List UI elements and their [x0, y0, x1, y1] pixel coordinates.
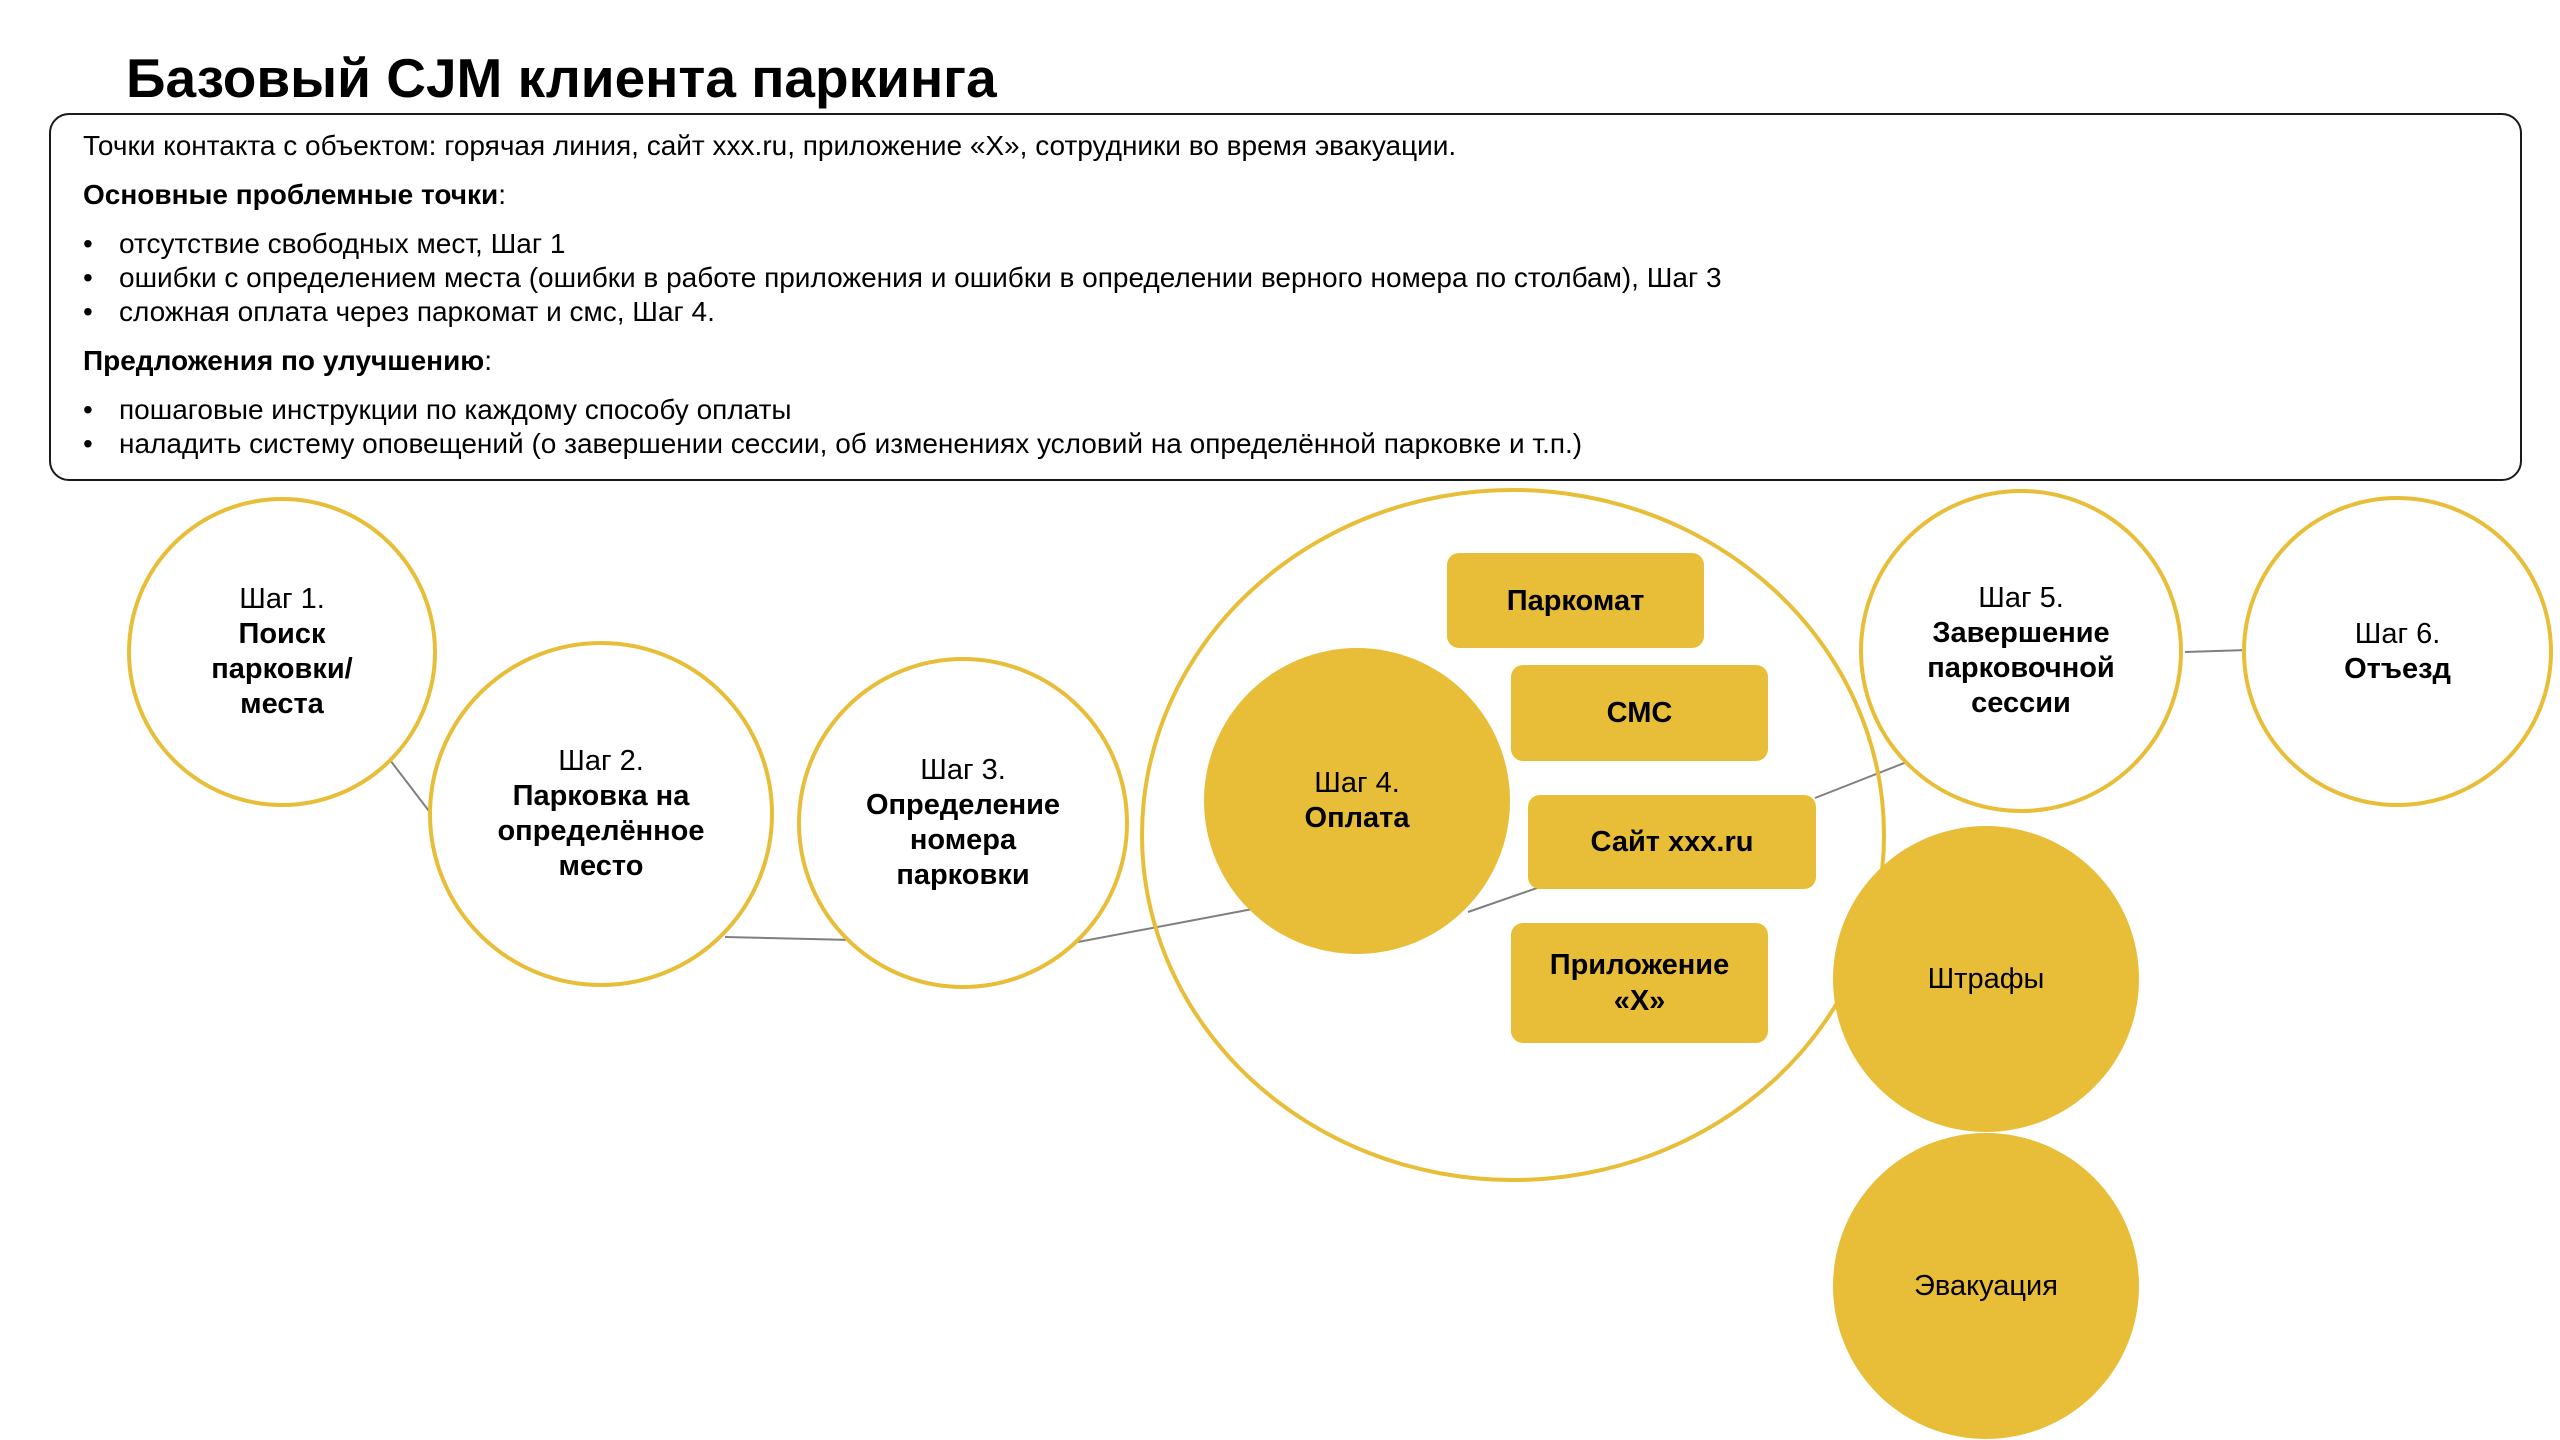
- summary-box: Точки контакта с объектом: горячая линия…: [49, 113, 2522, 481]
- problem-item: сложная оплата через паркомат и смс, Шаг…: [83, 295, 2490, 329]
- improvements-list: пошаговые инструкции по каждому способу …: [83, 393, 2490, 461]
- improvements-heading: Предложения по улучшению:: [83, 345, 492, 376]
- connector-step1-step2: [389, 759, 433, 816]
- connector-step5-step6: [2184, 649, 2249, 653]
- payment-parkomat: Паркомат: [1447, 553, 1704, 648]
- payment-sms: СМС: [1511, 665, 1768, 761]
- step-5-node: Шаг 5. Завершение парковочной сессии: [1859, 489, 2183, 813]
- improvement-item: наладить систему оповещений (о завершени…: [83, 427, 2490, 461]
- touchpoints-text: Точки контакта с объектом: горячая линия…: [83, 130, 1457, 161]
- payment-app: Приложение «X»: [1511, 923, 1768, 1043]
- step-4-node: Шаг 4. Оплата: [1204, 648, 1510, 954]
- evacuation-node: Эвакуация: [1833, 1133, 2139, 1439]
- payment-group-ring: [1140, 488, 1886, 1182]
- problems-list: отсутствие свободных мест, Шаг 1 ошибки …: [83, 227, 2490, 329]
- step-2-node: Шаг 2. Парковка на определённое место: [428, 641, 774, 987]
- improvement-item: пошаговые инструкции по каждому способу …: [83, 393, 2490, 427]
- problem-item: ошибки с определением места (ошибки в ра…: [83, 261, 2490, 295]
- connector-step2-step3: [724, 936, 853, 941]
- fines-node: Штрафы: [1833, 826, 2139, 1132]
- step-1-node: Шаг 1. Поиск парковки/ места: [127, 497, 437, 807]
- problems-heading: Основные проблемные точки:: [83, 179, 506, 210]
- payment-site: Сайт xxx.ru: [1528, 795, 1816, 889]
- step-6-node: Шаг 6. Отъезд: [2242, 496, 2553, 807]
- step-3-node: Шаг 3. Определение номера парковки: [797, 657, 1129, 989]
- problem-item: отсутствие свободных мест, Шаг 1: [83, 227, 2490, 261]
- page-title: Базовый CJM клиента паркинга: [126, 47, 997, 109]
